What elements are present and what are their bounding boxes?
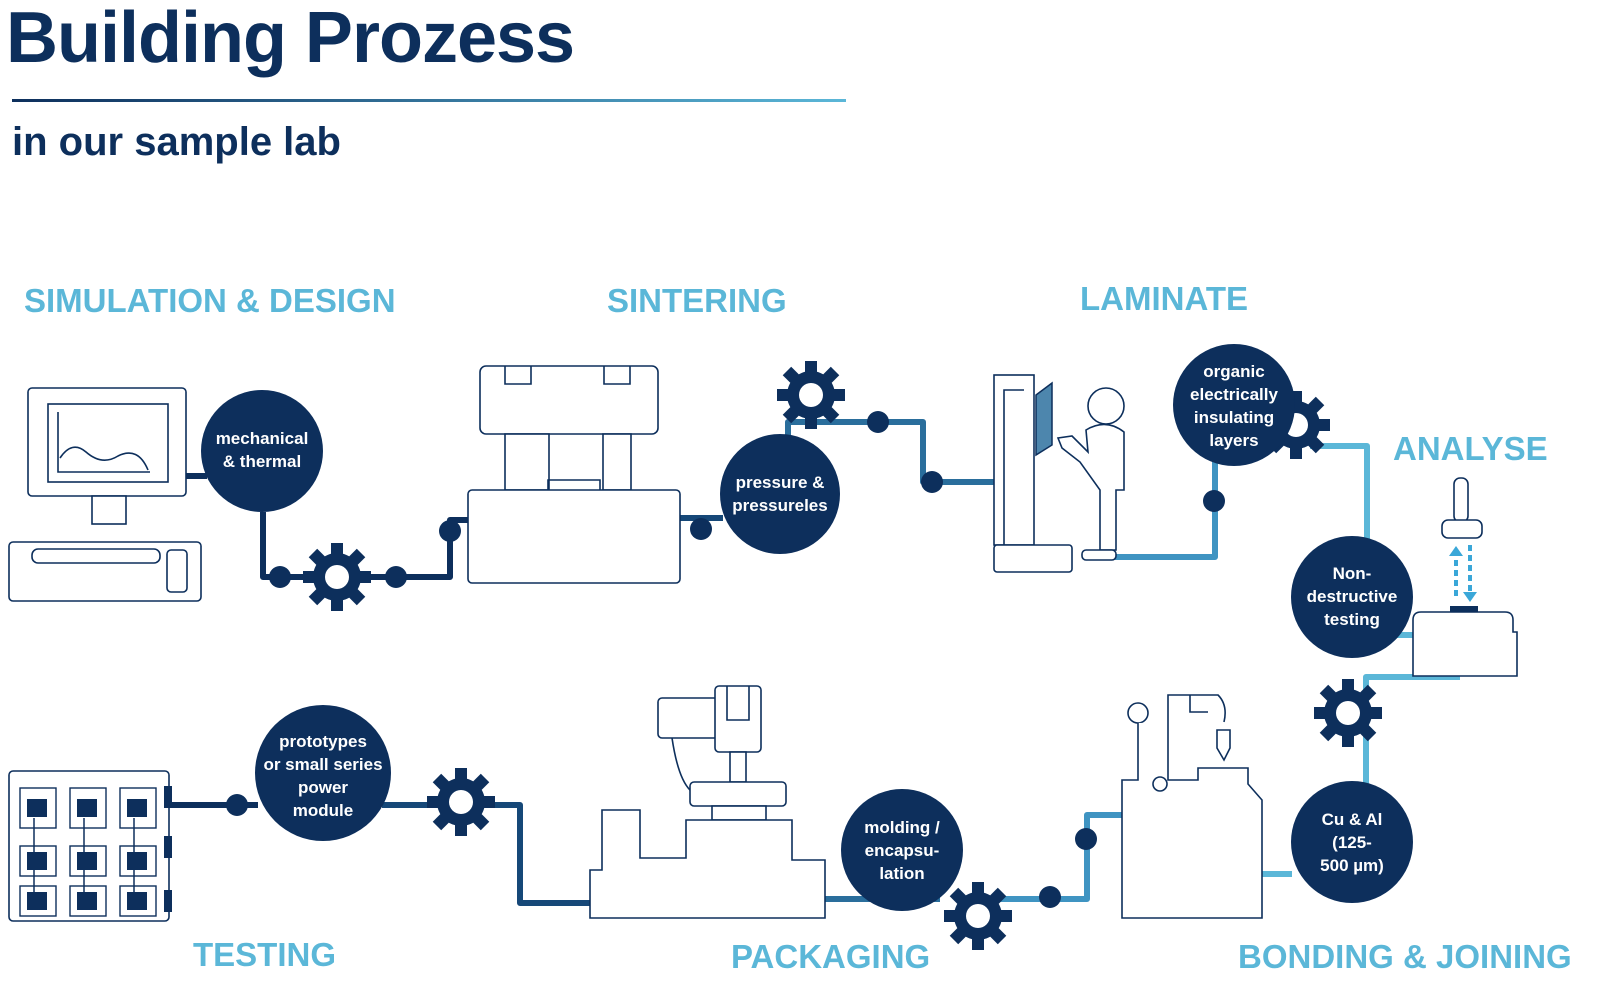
module-cell <box>119 787 157 829</box>
svg-text:pressure &: pressure & <box>736 473 825 492</box>
gear-icon <box>1314 679 1382 747</box>
svg-text:encapsu-: encapsu- <box>865 841 940 860</box>
svg-text:or small series: or small series <box>263 755 382 774</box>
module-cell <box>69 885 107 917</box>
gear-icon <box>427 768 495 836</box>
power-module-cells <box>19 787 157 917</box>
module-cell <box>119 885 157 917</box>
bubble-nondestructive: Non- destructive testing <box>1291 536 1413 658</box>
junction-dots <box>226 411 1225 908</box>
module-cell <box>19 845 57 877</box>
svg-text:Non-: Non- <box>1333 564 1372 583</box>
module-chip <box>27 892 47 910</box>
computer-icon <box>8 387 202 602</box>
module-cell <box>19 787 57 829</box>
bonding-machine-icon <box>1121 694 1263 919</box>
module-chip <box>27 799 47 817</box>
svg-text:power: power <box>298 778 348 797</box>
gear-icon <box>944 882 1012 950</box>
svg-text:prototypes: prototypes <box>279 732 367 751</box>
title-divider <box>12 99 846 102</box>
svg-text:layers: layers <box>1209 431 1258 450</box>
gear-icon <box>777 361 845 429</box>
module-chip <box>77 852 97 870</box>
module-chip <box>27 852 47 870</box>
svg-text:pressureles: pressureles <box>732 496 827 515</box>
page-subtitle: in our sample lab <box>12 120 341 164</box>
module-chip <box>127 852 147 870</box>
stage-label-packaging: PACKAGING <box>731 938 930 975</box>
molding-machine-icon <box>589 685 826 919</box>
bubble-organic: organic electrically insulating layers <box>1173 344 1295 466</box>
stage-label-sintering: SINTERING <box>607 282 787 319</box>
svg-text:mechanical: mechanical <box>216 429 309 448</box>
laminate-station-icon <box>993 374 1125 573</box>
module-cell <box>69 787 107 829</box>
bubble-prototypes: prototypes or small series power module <box>255 705 391 841</box>
module-chip <box>127 892 147 910</box>
stage-label-laminate: LAMINATE <box>1080 280 1248 317</box>
svg-text:insulating: insulating <box>1194 408 1274 427</box>
svg-text:destructive: destructive <box>1307 587 1398 606</box>
stage-label-testing: TESTING <box>193 936 336 973</box>
svg-text:module: module <box>293 801 353 820</box>
stage-label-bonding: BONDING & JOINING <box>1238 938 1572 975</box>
module-chip <box>77 799 97 817</box>
bubble-pressure: pressure & pressureles <box>720 434 840 554</box>
bubble-molding: molding / encapsu- lation <box>841 789 963 911</box>
svg-text:electrically: electrically <box>1190 385 1278 404</box>
bubble-mechanical: mechanical & thermal <box>201 390 323 512</box>
stage-label-analyse: ANALYSE <box>1393 430 1548 467</box>
stage-label-simulation: SIMULATION & DESIGN <box>24 282 396 319</box>
bubble-cu-al: Cu & Al (125- 500 µm) <box>1291 781 1413 903</box>
svg-text:testing: testing <box>1324 610 1380 629</box>
sintering-press-icon <box>467 365 681 584</box>
page-title: Building Prozess <box>6 0 575 78</box>
module-cell <box>69 845 107 877</box>
svg-text:Cu & Al: Cu & Al <box>1322 810 1383 829</box>
module-cell <box>119 845 157 877</box>
svg-text:500 µm): 500 µm) <box>1320 856 1384 875</box>
gear-icon <box>303 543 371 611</box>
svg-text:molding /: molding / <box>864 818 940 837</box>
module-cell <box>19 885 57 917</box>
svg-text:& thermal: & thermal <box>223 452 301 471</box>
analysis-probe-icon <box>1412 477 1518 677</box>
svg-text:(125-: (125- <box>1332 833 1372 852</box>
module-chip <box>127 799 147 817</box>
svg-text:lation: lation <box>879 864 924 883</box>
module-chip <box>77 892 97 910</box>
svg-text:organic: organic <box>1203 362 1264 381</box>
